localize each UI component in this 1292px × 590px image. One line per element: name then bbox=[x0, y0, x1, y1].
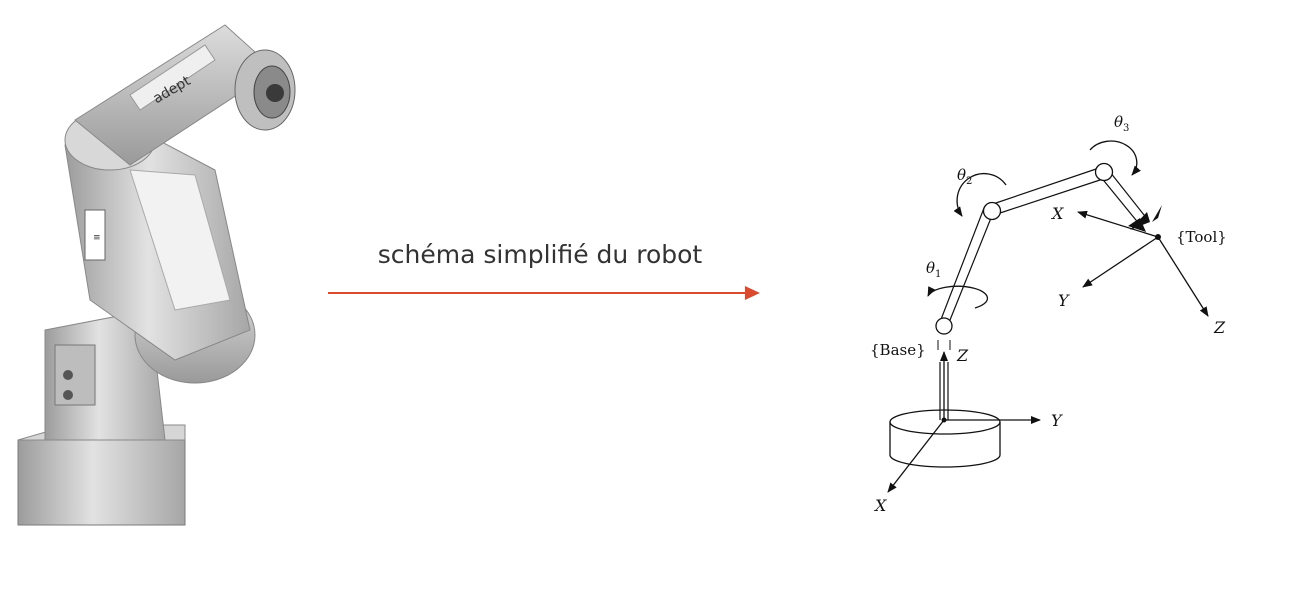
theta1-symbol: θ bbox=[926, 259, 935, 277]
base-y-label: Y bbox=[1051, 411, 1063, 430]
theta2-symbol: θ bbox=[957, 166, 966, 184]
tool-y-label: Y bbox=[1058, 291, 1070, 310]
base-x-label: X bbox=[873, 496, 887, 515]
transition-arrow bbox=[328, 286, 760, 300]
tool-gripper bbox=[1128, 205, 1162, 232]
theta3-label: θ3 bbox=[1114, 113, 1129, 134]
arrow-head-icon bbox=[745, 286, 760, 300]
base-x-axis bbox=[887, 419, 945, 493]
base-frame-label: {Base} bbox=[870, 341, 926, 359]
theta1-subscript: 1 bbox=[935, 269, 941, 280]
svg-text:≡: ≡ bbox=[93, 233, 101, 243]
tool-z-label: Z bbox=[1213, 318, 1226, 337]
tool-y-axis bbox=[1082, 236, 1159, 288]
joint-1 bbox=[935, 317, 953, 335]
diagram-caption: schéma simplifié du robot bbox=[377, 240, 703, 269]
theta2-label: θ2 bbox=[957, 166, 972, 187]
robot-photo: ≡ adept bbox=[17, 24, 296, 526]
tool-x-axis bbox=[1077, 210, 1159, 238]
tool-x-label: X bbox=[1050, 204, 1064, 223]
robot-base bbox=[17, 439, 186, 526]
theta1-label: θ1 bbox=[926, 259, 941, 280]
link-3 bbox=[1099, 171, 1149, 226]
base-z-label: Z bbox=[956, 346, 969, 365]
theta2-rotation-icon bbox=[953, 172, 1007, 217]
tool-frame-label: {Tool} bbox=[1176, 228, 1227, 246]
theta1-rotation-icon bbox=[927, 285, 989, 309]
joint-3 bbox=[1094, 162, 1114, 182]
theta3-symbol: θ bbox=[1114, 113, 1123, 131]
kinematic-schematic: θ1 θ2 θ3 {Base} {Tool} Z Y X X Y Z bbox=[870, 113, 1227, 515]
theta3-rotation-icon bbox=[1089, 140, 1141, 176]
link-2 bbox=[989, 166, 1107, 216]
joint-2 bbox=[982, 201, 1002, 221]
tool-z-axis bbox=[1157, 236, 1209, 317]
link-1 bbox=[939, 207, 994, 326]
theta3-subscript: 3 bbox=[1123, 123, 1129, 134]
theta2-subscript: 2 bbox=[966, 176, 972, 187]
